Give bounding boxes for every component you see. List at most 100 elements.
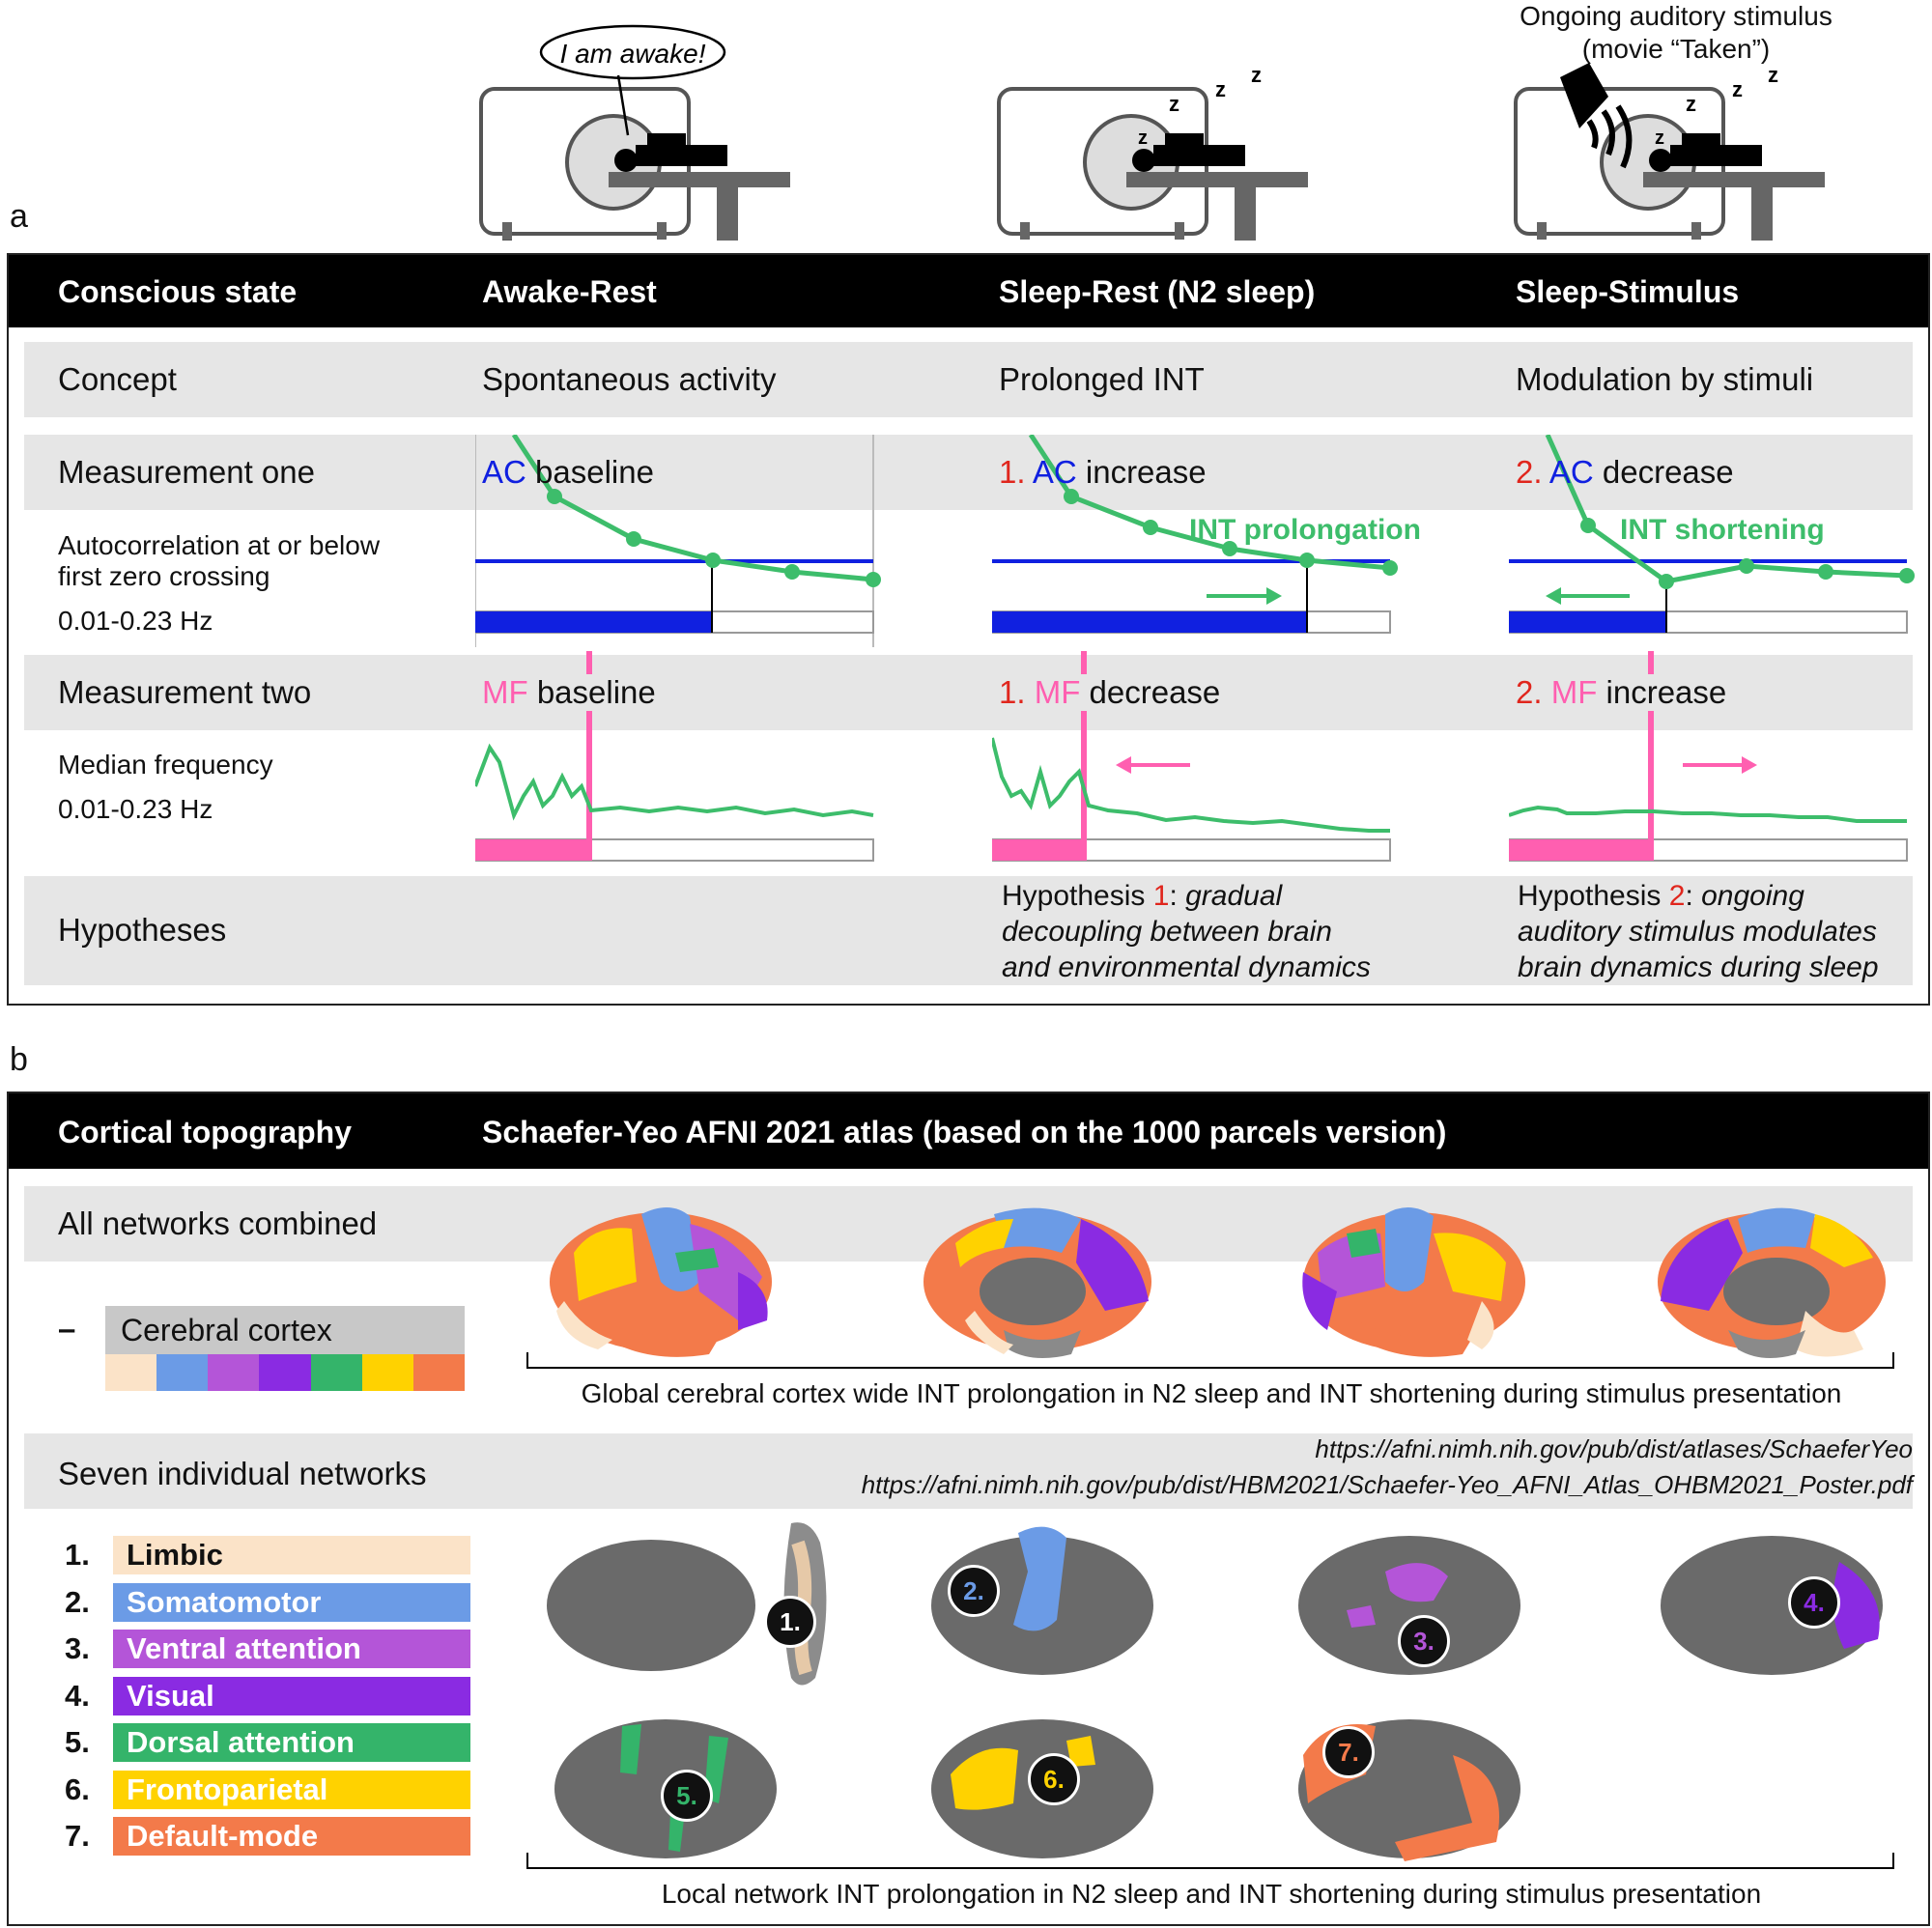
measurement-one-label: Measurement one <box>58 454 315 490</box>
speaker-icon <box>1560 63 1633 169</box>
network-number: 7. <box>65 1819 90 1853</box>
network-label: Visual <box>113 1676 470 1715</box>
mf-decrease-text: 1. MF decrease <box>999 674 1221 711</box>
int-prolongation-label: INT prolongation <box>1189 514 1421 546</box>
header-conscious-state: Conscious state <box>58 274 298 309</box>
sleep-z-2: z <box>1686 92 1696 116</box>
network-5-marker: 5. <box>661 1770 713 1822</box>
measurement-two-freq: 0.01-0.23 Hz <box>58 794 213 824</box>
swatch-6 <box>361 1354 413 1391</box>
swatch-4 <box>259 1354 311 1391</box>
swatch-7 <box>412 1354 465 1391</box>
network-label: Frontoparietal <box>113 1770 470 1809</box>
int-shortening-label: INT shortening <box>1620 514 1825 546</box>
measurement-two-sub1: Median frequency <box>58 750 273 780</box>
swatch-2 <box>156 1354 209 1391</box>
measurement-one-sub2: first zero crossing <box>58 561 270 591</box>
concept-awake: Spontaneous activity <box>482 361 777 397</box>
brain-medial-right <box>1658 1207 1886 1358</box>
scanner-sleep-illustration: z z z z <box>997 63 1308 241</box>
panel-b: Cortical topography Schaefer-Yeo AFNI 20… <box>7 1092 1930 1926</box>
mf-increase-text: 2. MF increase <box>1516 674 1727 711</box>
network-4-marker: 4. <box>1788 1576 1840 1629</box>
header-awake-rest: Awake-Rest <box>482 274 657 309</box>
local-caption: Local network INT prolongation in N2 sle… <box>661 1879 1762 1909</box>
panel-a-header: Conscious state Awake-Rest Sleep-Rest (N… <box>9 255 1928 327</box>
network-1-marker: 1. <box>764 1596 816 1648</box>
network-7-marker: 7. <box>1322 1726 1375 1778</box>
network-number: 3. <box>65 1631 90 1665</box>
network-number: 2. <box>65 1584 90 1619</box>
network-number: 6. <box>65 1772 90 1806</box>
speech-bubble-text: I am awake! <box>560 39 706 69</box>
network-label: Somatomotor <box>113 1582 470 1622</box>
swatch-1 <box>105 1354 157 1391</box>
measurement-one-sub1: Autocorrelation at or below <box>58 530 381 560</box>
brain-medial-left <box>923 1207 1151 1358</box>
ac-decrease-text: 2. AC decrease <box>1516 454 1734 490</box>
cerebral-cortex-label: Cerebral cortex <box>105 1306 465 1354</box>
swatch-5 <box>310 1354 362 1391</box>
hypotheses-row <box>24 876 1913 985</box>
network-2-marker: 2. <box>948 1565 1000 1617</box>
network-label: Dorsal attention <box>113 1723 470 1762</box>
header-cortical-topography: Cortical topography <box>58 1115 353 1149</box>
network-label: Default-mode <box>113 1817 470 1856</box>
network-color-strip <box>105 1354 465 1391</box>
header-sleep-rest: Sleep-Rest (N2 sleep) <box>999 274 1316 309</box>
stimulus-label: Ongoing auditory stimulus (movie “Taken”… <box>1520 1 1833 64</box>
ac-baseline-text: AC baseline <box>482 454 654 490</box>
network-number: 5. <box>65 1725 90 1759</box>
panel-label-a: a <box>10 198 28 235</box>
concept-row <box>24 342 1913 417</box>
seven-networks-row <box>24 1433 1913 1509</box>
sleep-z-2: z <box>1169 92 1179 116</box>
sleep-z-1: z <box>1655 128 1664 149</box>
sleep-z-3: z <box>1732 77 1743 101</box>
cerebral-cortex-legend: Cerebral cortex <box>105 1306 465 1391</box>
network-6-marker: 6. <box>1028 1753 1080 1805</box>
sleep-z-4: z <box>1251 63 1262 87</box>
ac-plot-awake <box>475 435 881 647</box>
network-3-marker: 3. <box>1398 1615 1450 1667</box>
ac-increase-text: 1. AC increase <box>999 454 1207 490</box>
header-sleep-stimulus: Sleep-Stimulus <box>1516 274 1740 309</box>
brain-lateral-right <box>1302 1206 1525 1357</box>
brain-lateral-left <box>550 1206 772 1357</box>
panel-b-header: Cortical topography Schaefer-Yeo AFNI 20… <box>9 1093 1928 1169</box>
mf-baseline-text: MF baseline <box>482 674 656 711</box>
scanner-stimulus-illustration: z z z z <box>1514 63 1825 241</box>
url-atlas[interactable]: https://afni.nimh.nih.gov/pub/dist/atlas… <box>1315 1434 1913 1463</box>
bracket-global <box>526 1352 1894 1369</box>
sleep-z-4: z <box>1768 63 1778 87</box>
ac-plot-stimulus <box>1509 435 1915 634</box>
panel-label-b: b <box>10 1041 28 1078</box>
hypotheses-label: Hypotheses <box>58 912 227 948</box>
seven-networks-label: Seven individual networks <box>58 1456 427 1491</box>
concept-stimulus: Modulation by stimuli <box>1516 361 1814 397</box>
url-poster[interactable]: https://afni.nimh.nih.gov/pub/dist/HBM20… <box>861 1470 1913 1499</box>
header-atlas: Schaefer-Yeo AFNI 2021 atlas (based on t… <box>482 1115 1447 1149</box>
concept-label: Concept <box>58 361 177 397</box>
measurement-two-label: Measurement two <box>58 674 312 710</box>
brain-limbic <box>547 1522 827 1686</box>
concept-sleep: Prolonged INT <box>999 361 1205 397</box>
hypothesis-2: Hypothesis 2: ongoing auditory stimulus … <box>1518 880 1879 983</box>
bracket-local <box>526 1853 1894 1869</box>
global-caption: Global cerebral cortex wide INT prolonga… <box>581 1378 1842 1408</box>
ac-plot-sleep <box>992 435 1398 634</box>
sleep-z-1: z <box>1138 128 1148 149</box>
measurement-one-freq: 0.01-0.23 Hz <box>58 606 213 636</box>
measurement-one-row <box>24 435 1913 510</box>
panel-a: Conscious state Awake-Rest Sleep-Rest (N… <box>7 253 1930 1006</box>
all-networks-label: All networks combined <box>58 1205 378 1241</box>
network-label: Limbic <box>113 1536 470 1574</box>
network-number: 4. <box>65 1678 90 1713</box>
brain-visual <box>1661 1536 1883 1675</box>
scanner-awake-illustration: I am awake! <box>479 24 790 241</box>
swatch-3 <box>208 1354 260 1391</box>
hypothesis-1: Hypothesis 1: gradual decoupling between… <box>1002 880 1371 983</box>
brain-ventral-attention <box>1298 1536 1520 1675</box>
network-number: 1. <box>65 1538 90 1572</box>
sleep-z-3: z <box>1215 77 1226 101</box>
